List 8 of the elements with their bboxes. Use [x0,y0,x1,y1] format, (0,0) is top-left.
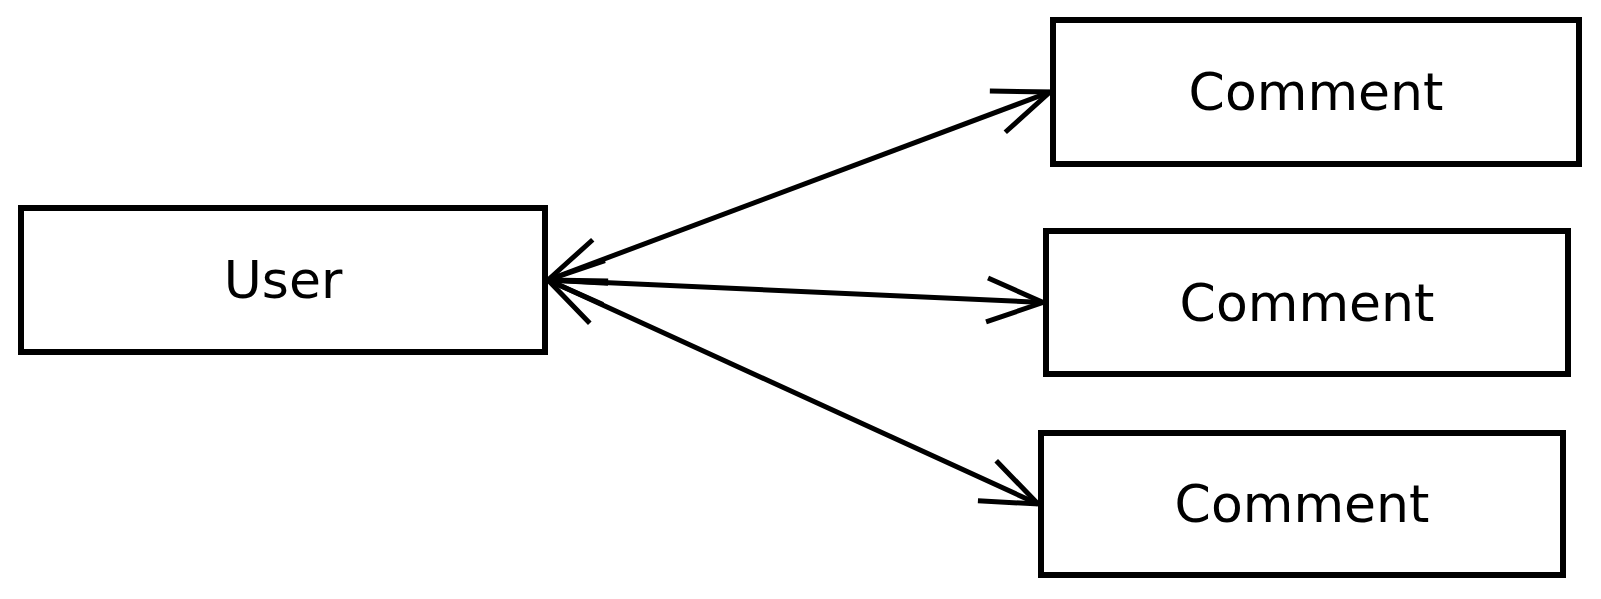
entity-box [18,205,548,355]
entity-name: User [223,250,343,310]
entity-name: Comment [1188,62,1444,122]
entity-box [1043,228,1571,377]
entity-box [1050,17,1582,167]
entity-name: Comment [1174,474,1430,534]
entity-box [1038,430,1566,578]
entity-name: Comment [1179,272,1435,333]
